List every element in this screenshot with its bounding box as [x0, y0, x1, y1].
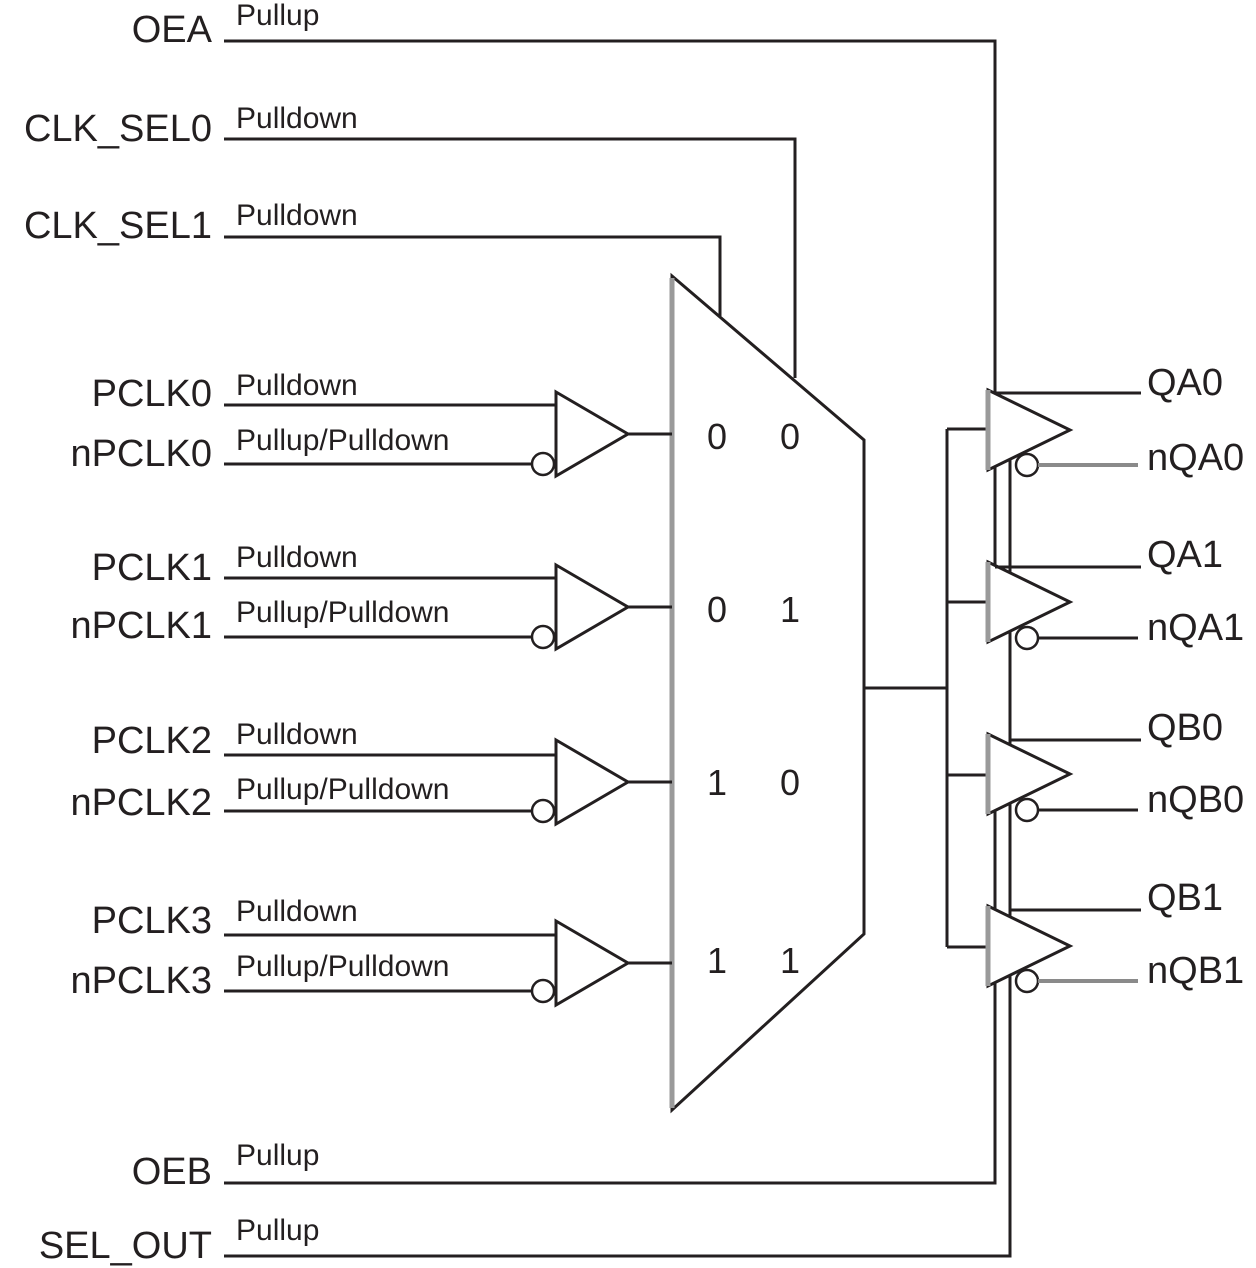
output-buffer-qb1: QB1 nQB1	[985, 877, 1244, 994]
inversion-bubble-icon	[530, 978, 556, 1004]
inversion-bubble-icon	[1014, 797, 1040, 823]
inversion-bubble-icon	[530, 624, 556, 650]
bias-label-clk-sel0: Pulldown	[236, 102, 358, 135]
signal-label-pclk0: PCLK0	[92, 373, 212, 415]
inversion-bubble-icon	[1014, 452, 1040, 478]
inversion-bubble-icon	[1014, 968, 1040, 994]
receiver-buffer-icon	[554, 918, 631, 1008]
bias-label-npclk1: Pullup/Pulldown	[236, 596, 449, 629]
wire-clk-sel1	[224, 235, 722, 316]
mux-select-code-0-lsb: 0	[780, 416, 800, 457]
signal-label-npclk2: nPCLK2	[70, 782, 212, 824]
signal-label-npclk3: nPCLK3	[70, 960, 212, 1002]
mux-select-code-2-lsb: 0	[780, 762, 800, 803]
mux-select-code-3-lsb: 1	[780, 940, 800, 981]
receiver-buffer-icon	[554, 389, 631, 479]
signal-label-pclk1: PCLK1	[92, 547, 212, 589]
mux-select-code-0-msb: 0	[707, 416, 727, 457]
input-pair-0: PCLK0 Pulldown nPCLK0 Pullup/Pulldown	[70, 369, 672, 479]
wire-clk-sel0	[224, 137, 797, 378]
bias-label-npclk3: Pullup/Pulldown	[236, 950, 449, 983]
bias-label-pclk1: Pulldown	[236, 541, 358, 574]
signal-label-qa0: QA0	[1147, 362, 1223, 404]
input-clk-sel0: CLK_SEL0 Pulldown	[24, 102, 797, 378]
input-clk-sel1: CLK_SEL1 Pulldown	[24, 199, 722, 316]
bias-label-sel-out: Pullup	[236, 1214, 319, 1247]
receiver-buffer-icon	[554, 737, 631, 827]
signal-label-nqb1: nQB1	[1147, 950, 1244, 992]
wire-sel-out	[224, 1240, 1012, 1258]
signal-label-nqb0: nQB0	[1147, 779, 1244, 821]
input-oea: OEA Pullup	[132, 0, 997, 392]
receiver-buffer-icon	[554, 562, 631, 652]
mux-select-code-1-msb: 0	[707, 589, 727, 630]
mux-output-bus	[864, 427, 988, 949]
signal-label-npclk0: nPCLK0	[70, 433, 212, 475]
bias-label-pclk3: Pulldown	[236, 895, 358, 928]
signal-label-oea: OEA	[132, 9, 213, 51]
output-buffer-qa0: QA0 nQA0	[985, 362, 1244, 479]
output-buffer-qa1: QA1 nQA1	[985, 534, 1244, 651]
signal-label-pclk2: PCLK2	[92, 720, 212, 762]
output-buffer-qb0: QB0 nQB0	[985, 707, 1244, 823]
wire-oea	[224, 39, 997, 392]
bias-label-oeb: Pullup	[236, 1139, 319, 1172]
bias-label-npclk0: Pullup/Pulldown	[236, 424, 449, 457]
signal-label-qb0: QB0	[1147, 707, 1223, 749]
signal-label-clk-sel1: CLK_SEL1	[24, 205, 212, 247]
mux-select-code-2-msb: 1	[707, 762, 727, 803]
mux-select-code-3-msb: 1	[707, 940, 727, 981]
input-pair-2: PCLK2 Pulldown nPCLK2 Pullup/Pulldown	[70, 718, 672, 827]
signal-label-pclk3: PCLK3	[92, 900, 212, 942]
inversion-bubble-icon	[1014, 625, 1040, 651]
signal-label-qb1: QB1	[1147, 877, 1223, 919]
bias-label-oea: Pullup	[236, 0, 319, 32]
inversion-bubble-icon	[530, 451, 556, 477]
signal-label-npclk1: nPCLK1	[70, 605, 212, 647]
bias-label-npclk2: Pullup/Pulldown	[236, 773, 449, 806]
mux-select-code-1-lsb: 1	[780, 589, 800, 630]
signal-label-nqa0: nQA0	[1147, 437, 1244, 479]
bias-label-clk-sel1: Pulldown	[236, 199, 358, 232]
input-pair-3: PCLK3 Pulldown nPCLK3 Pullup/Pulldown	[70, 895, 672, 1008]
signal-label-nqa1: nQA1	[1147, 607, 1244, 649]
signal-label-oeb: OEB	[132, 1151, 212, 1193]
signal-label-clk-sel0: CLK_SEL0	[24, 108, 212, 150]
multiplexer: 0 0 0 1 1 0 1 1	[669, 272, 866, 1114]
signal-label-sel-out: SEL_OUT	[39, 1225, 212, 1267]
input-sel-out: SEL_OUT Pullup	[39, 1214, 1012, 1267]
input-pair-1: PCLK1 Pulldown nPCLK1 Pullup/Pulldown	[70, 541, 672, 652]
mux-body	[670, 272, 866, 1114]
signal-label-qa1: QA1	[1147, 534, 1223, 576]
inversion-bubble-icon	[530, 798, 556, 824]
bias-label-pclk0: Pulldown	[236, 369, 358, 402]
bias-label-pclk2: Pulldown	[236, 718, 358, 751]
input-oeb: OEB Pullup	[132, 1139, 997, 1193]
wire-oeb	[224, 1170, 997, 1185]
